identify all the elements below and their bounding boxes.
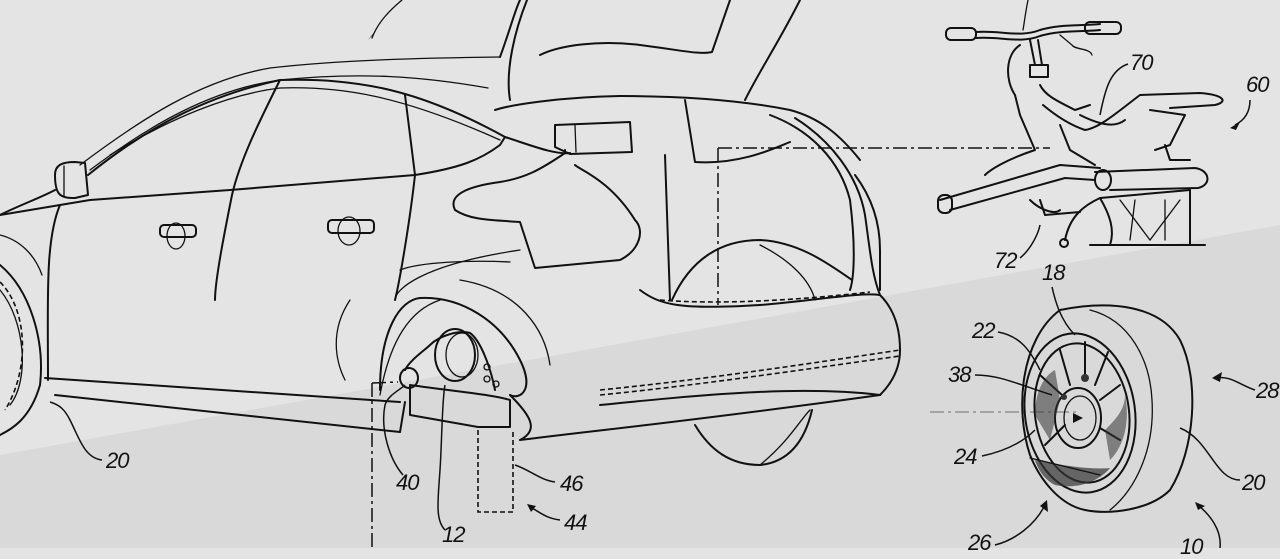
label-70: 70 (1130, 50, 1154, 75)
leader-24 (981, 429, 1036, 457)
label-60: 60 (1246, 72, 1270, 97)
label-22: 22 (972, 318, 996, 343)
hub-assembly (371, 328, 514, 548)
leader-38 (974, 374, 1053, 396)
label-10: 10 (1180, 534, 1204, 559)
leader-12 (437, 384, 446, 531)
leader-22 (997, 331, 1041, 371)
label-38: 38 (948, 362, 972, 387)
label-24: 24 (954, 444, 978, 469)
label-26: 26 (968, 530, 992, 555)
label-28: 28 (1256, 378, 1280, 403)
label-46: 46 (560, 471, 584, 496)
label-20-right: 20 (1242, 470, 1266, 495)
leader-20-right (1179, 427, 1241, 481)
label-44: 44 (564, 510, 588, 535)
vehicle (0, 0, 901, 466)
label-18: 18 (1042, 260, 1066, 285)
detached-wheel (974, 286, 1256, 548)
leader-46 (514, 464, 556, 483)
leader-20-left (49, 401, 103, 461)
label-20-left: 20 (106, 448, 130, 473)
mobility-device (937, 0, 1251, 259)
arrow-roof (371, 0, 403, 39)
leader-26 (994, 504, 1046, 546)
leader-18 (1051, 286, 1076, 336)
label-12: 12 (442, 522, 466, 547)
label-40: 40 (396, 470, 420, 495)
label-72: 72 (994, 248, 1018, 273)
leader-40 (383, 384, 406, 476)
